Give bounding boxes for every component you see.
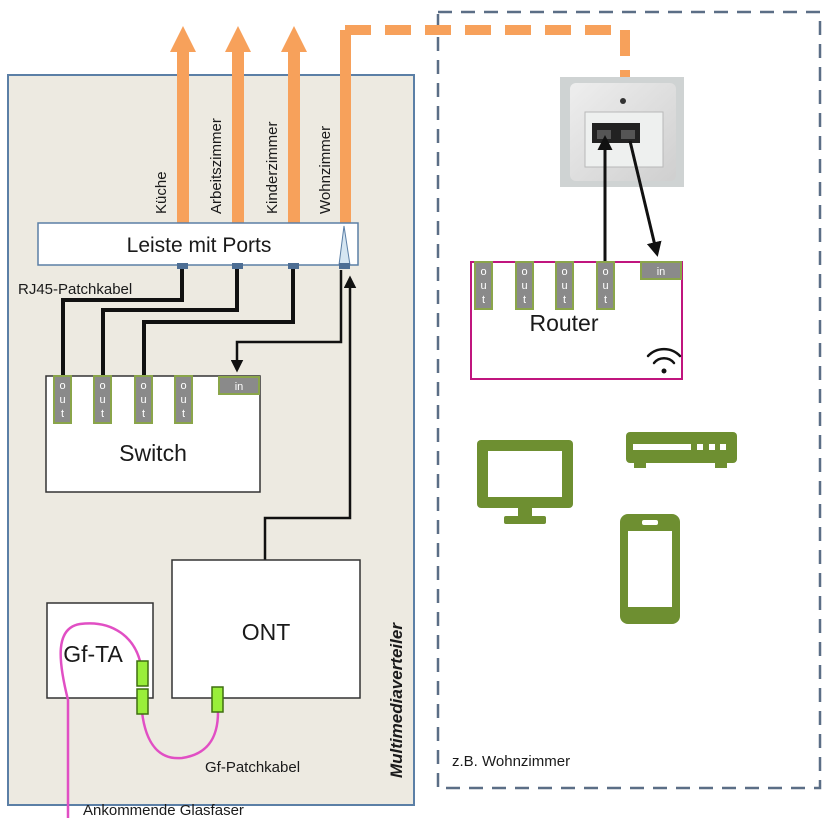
socket-router-cables: [597, 135, 662, 262]
gfta-label: Gf-TA: [63, 641, 123, 667]
svg-text:in: in: [235, 381, 244, 393]
rj45-cable-label: RJ45-Patchkabel: [18, 281, 132, 298]
svg-text:u: u: [602, 280, 608, 292]
room-label-arbeitszimmer: Arbeitszimmer: [208, 118, 225, 214]
svg-text:t: t: [482, 294, 485, 306]
svg-text:t: t: [563, 294, 566, 306]
patch-panel-label: Leiste mit Ports: [127, 234, 272, 257]
router-box: [470, 261, 683, 380]
svg-text:u: u: [561, 280, 567, 292]
switch-port-out-2: [93, 375, 112, 424]
svg-text:t: t: [604, 294, 607, 306]
enclosure-label: Multimediaverteiler: [387, 622, 406, 778]
rj45-cables: [61, 269, 295, 378]
switch-label: Switch: [119, 440, 187, 466]
room-label-kinderzimmer: Kinderzimmer: [264, 121, 281, 214]
router-port-in: [640, 261, 682, 280]
incoming-fiber-label: Ankommende Glasfaser: [83, 802, 244, 819]
incoming-fiber: [59, 622, 144, 818]
patch-panel: [37, 222, 359, 266]
switch-port-out-3: [134, 375, 153, 424]
patch-panel-ports: [177, 263, 350, 269]
svg-text:o: o: [480, 266, 486, 278]
router-port-labels: out out out out in: [480, 266, 665, 306]
svg-text:o: o: [140, 380, 146, 392]
svg-text:t: t: [523, 294, 526, 306]
wall-socket: [560, 77, 684, 187]
room-cable-arrows: [170, 26, 351, 223]
svg-text:u: u: [480, 280, 486, 292]
svg-text:t: t: [142, 408, 145, 420]
svg-text:u: u: [521, 280, 527, 292]
switch-port-out-4: [174, 375, 193, 424]
fiber-patch-cable: [140, 711, 220, 760]
svg-text:u: u: [59, 394, 65, 406]
fiber-patch-label: Gf-Patchkabel: [205, 759, 300, 776]
smartphone-icon: [620, 514, 680, 624]
svg-text:t: t: [101, 408, 104, 420]
switch-port-in: [218, 376, 260, 395]
svg-text:u: u: [99, 394, 105, 406]
ont-label: ONT: [242, 619, 291, 645]
svg-text:t: t: [182, 408, 185, 420]
svg-text:o: o: [521, 266, 527, 278]
wohnzimmer-cable-dashed: [345, 25, 630, 80]
svg-text:o: o: [180, 380, 186, 392]
svg-text:o: o: [59, 380, 65, 392]
switch-uplink-cable: [230, 270, 343, 373]
ont-box: [171, 559, 361, 699]
router-port-out-3: [555, 261, 574, 310]
wifi-icon: [646, 347, 682, 374]
svg-text:o: o: [602, 266, 608, 278]
room-label-kueche: Küche: [153, 171, 170, 214]
switch-port-out-1: [53, 375, 72, 424]
room-dashed-box: [436, 10, 822, 790]
svg-text:in: in: [657, 266, 666, 278]
room-label: z.B. Wohnzimmer: [452, 753, 570, 770]
router-label: Router: [529, 310, 598, 336]
room-label-wohnzimmer: Wohnzimmer: [317, 126, 334, 214]
set-top-box-icon: [626, 432, 737, 468]
fiber-connectors: [136, 660, 224, 715]
monitor-icon: [477, 440, 573, 524]
switch-port-labels: out out out out in: [59, 380, 243, 420]
router-port-out-1: [474, 261, 493, 310]
svg-text:u: u: [180, 394, 186, 406]
svg-text:o: o: [561, 266, 567, 278]
svg-text:o: o: [99, 380, 105, 392]
svg-text:t: t: [61, 408, 64, 420]
router-port-out-4: [596, 261, 615, 310]
router-port-out-2: [515, 261, 534, 310]
ont-uplink-cable: [263, 275, 357, 560]
switch-ports: [53, 375, 260, 424]
svg-text:u: u: [140, 394, 146, 406]
router-ports: [474, 261, 682, 310]
